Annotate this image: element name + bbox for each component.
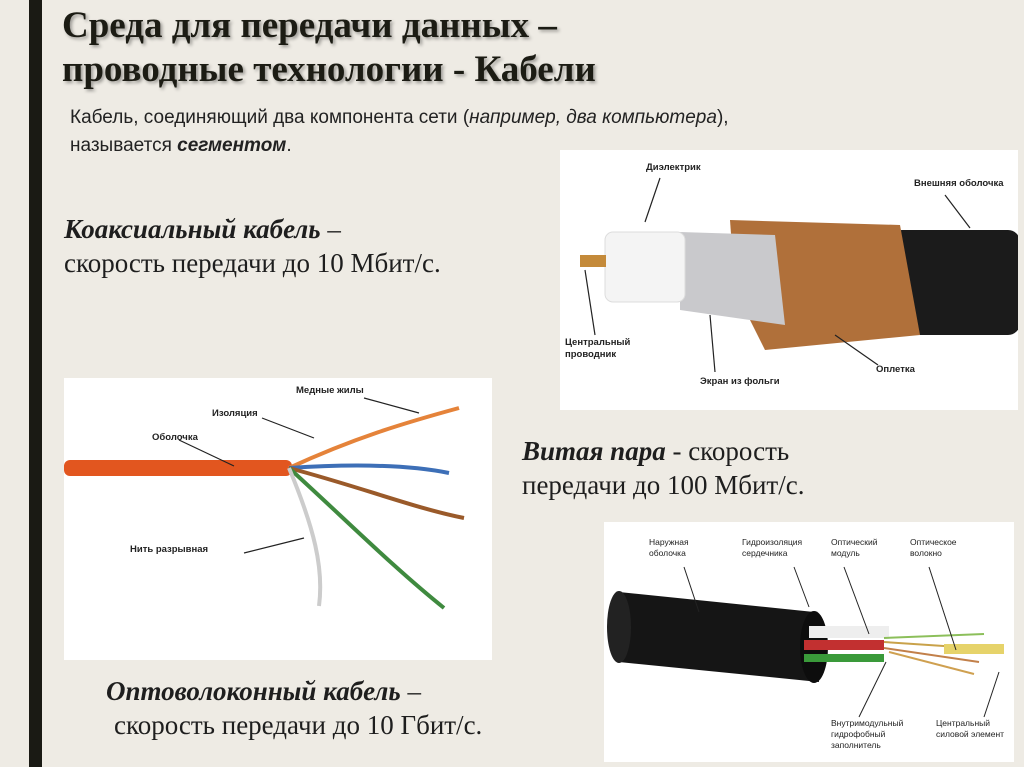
fiber-dash: – — [400, 676, 421, 706]
intro-text-4: . — [286, 135, 292, 156]
label-ripcord: Нить разрывная — [130, 544, 209, 555]
intro-example: например, два компьютера — [469, 107, 717, 128]
label-insulation: Изоляция — [212, 408, 258, 419]
coax-caption: Коаксиальный кабель – скорость передачи … — [64, 212, 441, 280]
slide-title: Среда для передачи данных – проводные те… — [62, 4, 596, 92]
twisted-speed-1: - скорость — [665, 436, 790, 466]
accent-bar — [29, 0, 42, 767]
intro-text-3: называется — [70, 135, 178, 156]
twisted-name: Витая пара — [522, 436, 666, 466]
coax-speed: скорость передачи до 10 Мбит/с. — [64, 248, 441, 278]
fiber-name: Оптоволоконный кабель — [106, 676, 401, 706]
label-foil: Экран из фольги — [700, 376, 780, 387]
label-outer-jacket: Внешняя оболочка — [914, 178, 1004, 189]
fiber-speed: скорость передачи до 10 Гбит/с. — [114, 710, 483, 740]
twisted-caption: Витая пара - скорость передачи до 100 Мб… — [522, 434, 804, 502]
title-line-1: Среда для передачи данных – — [62, 5, 557, 46]
intro-text: Кабель, соединяющий два компонента сети … — [70, 104, 729, 160]
fiber-caption: Оптоволоконный кабель – скорость передач… — [106, 674, 482, 742]
label-braid: Оплетка — [876, 364, 915, 375]
twisted-pair-image: Медные жилы Изоляция Оболочка Нить разры… — [64, 378, 492, 660]
intro-text-1: Кабель, соединяющий два компонента сети … — [70, 107, 470, 128]
coax-name: Коаксиальный кабель — [64, 214, 321, 244]
label-jacket: Оболочка — [152, 432, 198, 443]
intro-term: сегментом — [177, 135, 287, 156]
title-line-2: проводные технологии - Кабели — [62, 49, 596, 90]
twisted-speed-2: передачи до 100 Мбит/с. — [522, 470, 805, 500]
label-dielectric: Диэлектрик — [646, 162, 701, 173]
intro-text-2: ), — [716, 107, 729, 128]
coax-dash: – — [320, 214, 341, 244]
label-copper-wires: Медные жилы — [296, 385, 364, 396]
